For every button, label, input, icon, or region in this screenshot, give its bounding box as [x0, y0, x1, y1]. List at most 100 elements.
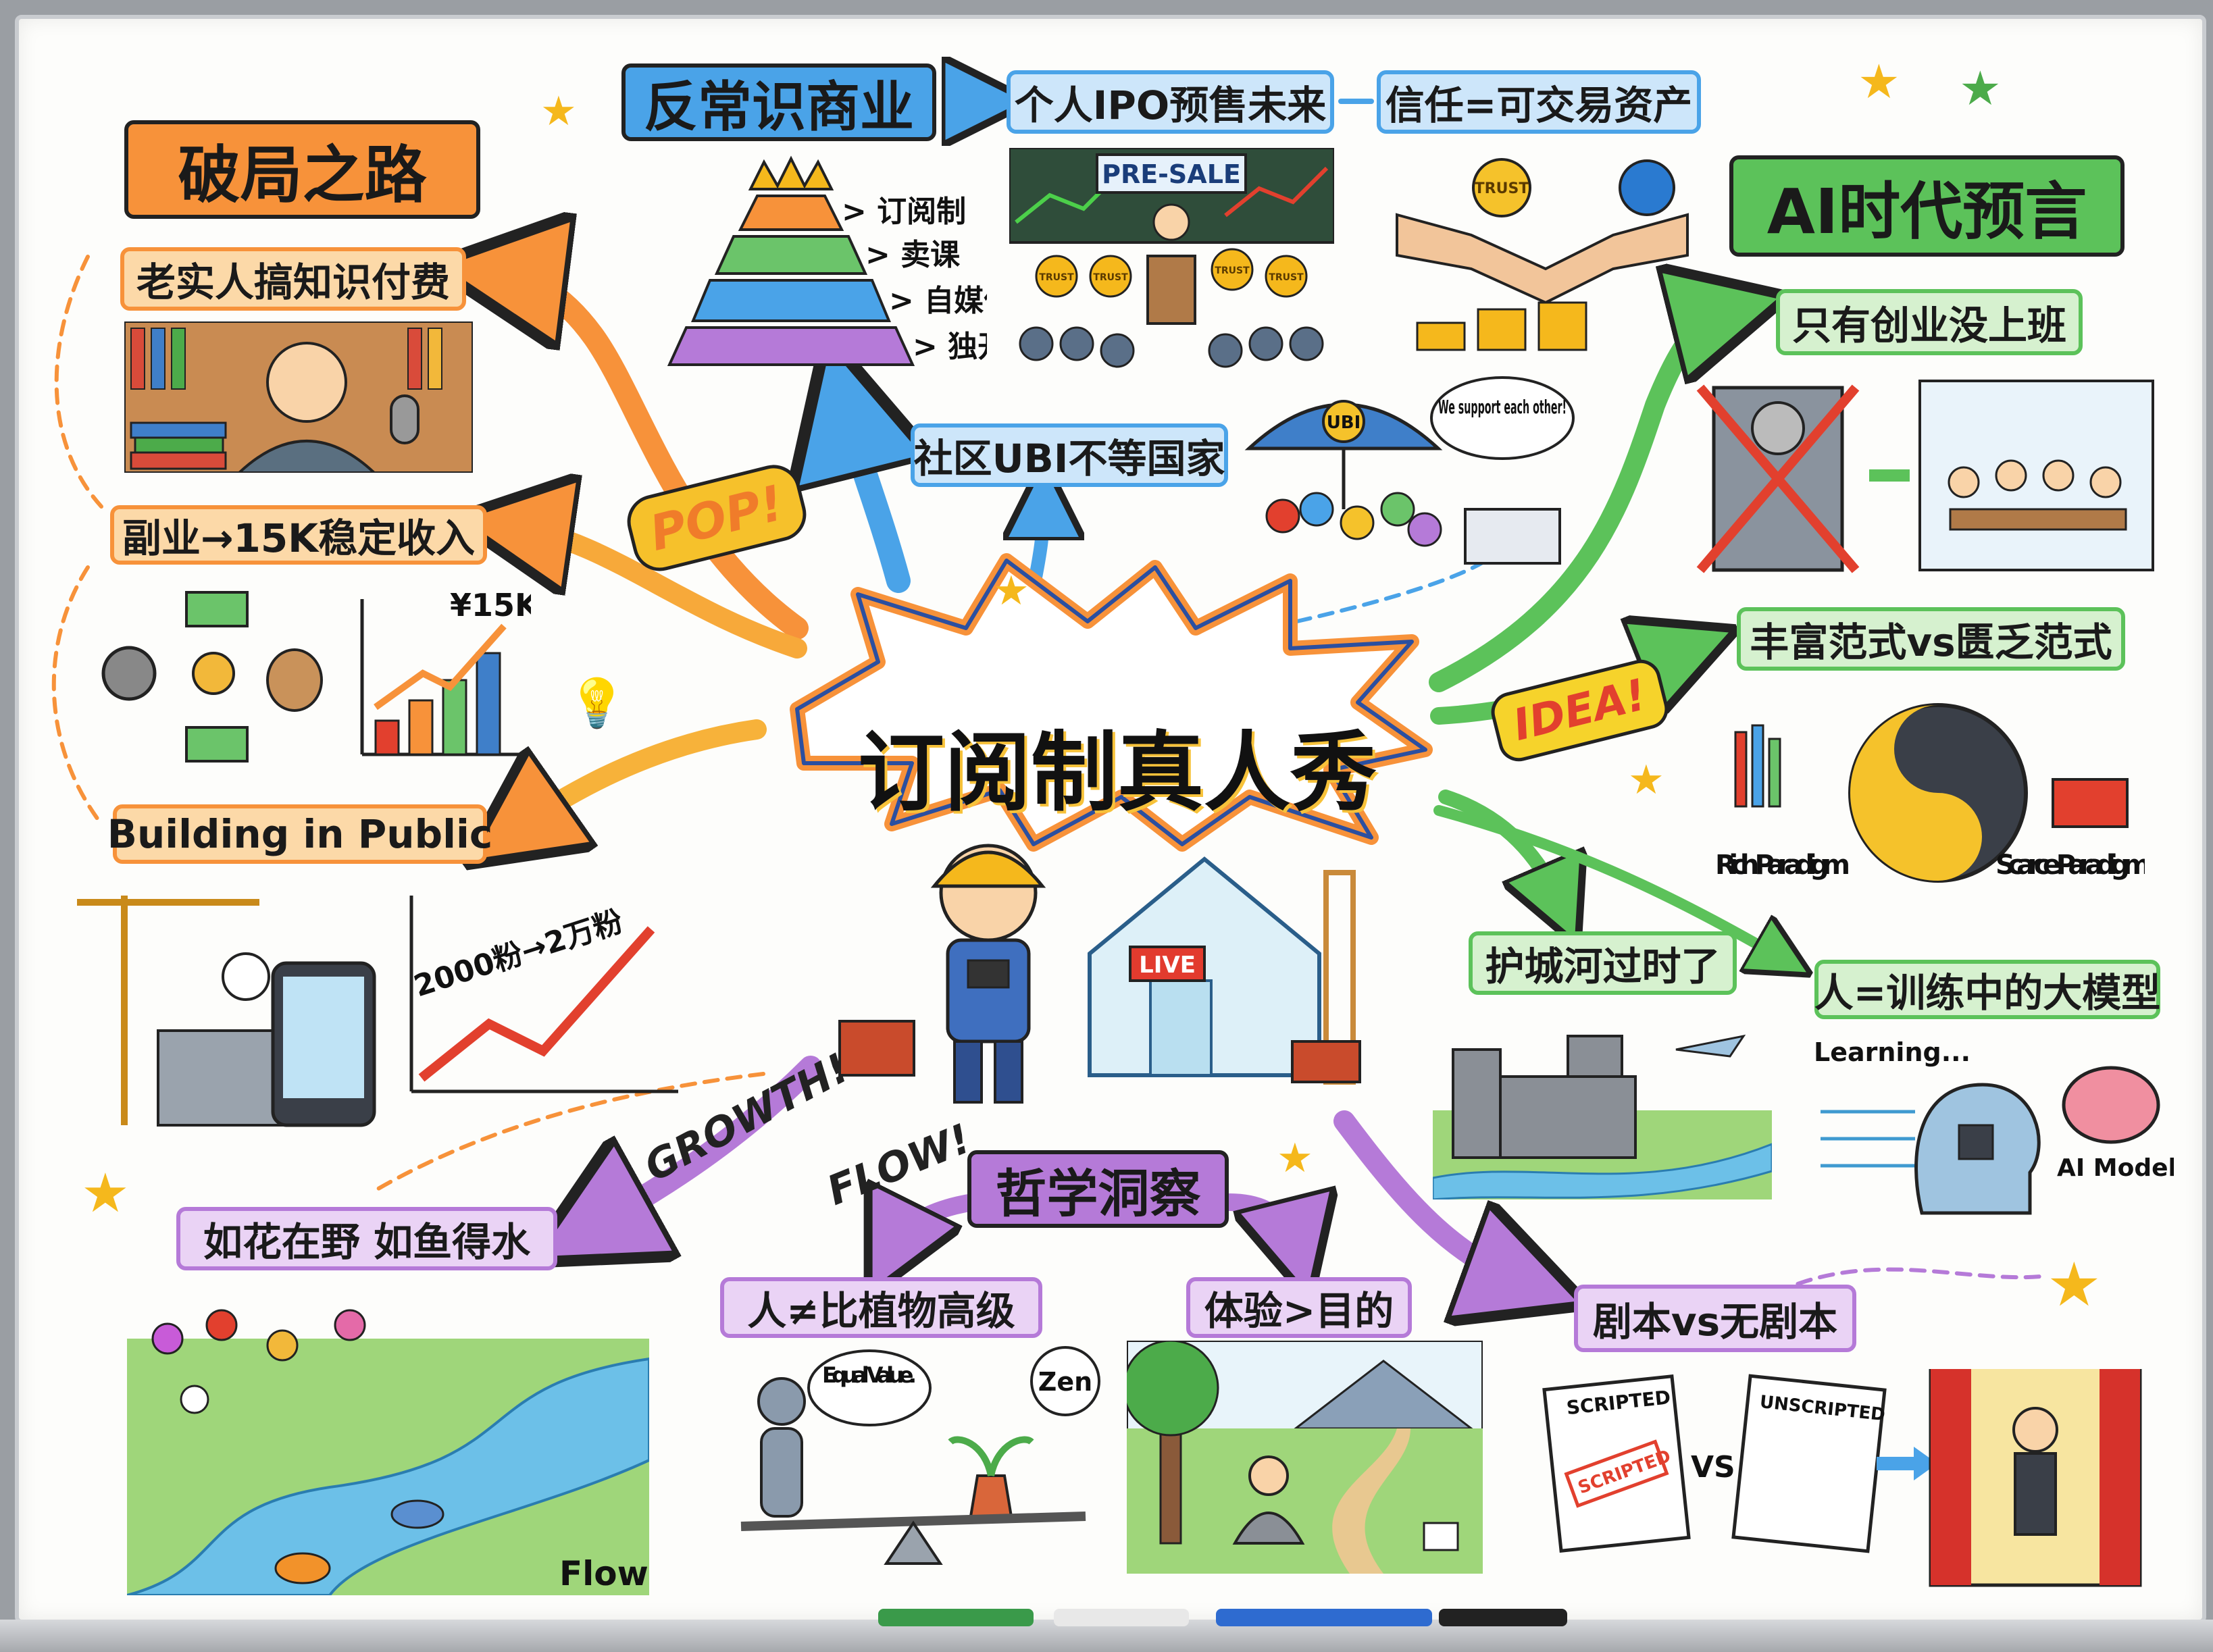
meditation-path-illustration — [1127, 1341, 1483, 1574]
money-bag-icon — [266, 648, 323, 712]
node-side-income: 副业→15K稳定收入 — [110, 505, 487, 565]
castle-moat-illustration — [1433, 1034, 1772, 1199]
business-pyramid: > 订阅制 > 卖课 > 自媒体 > 独开 — [667, 155, 987, 366]
arrow-to-ai — [1429, 311, 1729, 692]
node-knowledge-payment: 老实人搞知识付费 — [120, 247, 466, 311]
svg-text:TRUST: TRUST — [1269, 272, 1304, 283]
tea-cup-icon — [1423, 1522, 1459, 1551]
node-moat-obsolete: 护城河过时了 — [1469, 931, 1737, 995]
bookshelf-teacher-illustration — [124, 321, 473, 473]
arrow-to-public — [513, 719, 767, 831]
equal-value-speech: Equal Value. — [822, 1362, 917, 1388]
star-icon: ★ — [1628, 756, 1664, 804]
income-flow-chart: ¥15K — [101, 587, 531, 763]
arrow-to-moat — [1438, 790, 1560, 905]
star-icon: ★ — [1959, 61, 2002, 116]
arrow-to-flow — [588, 1056, 822, 1229]
scripted-unscripted-illustration: SCRIPTED SCRIPTED VS UNSCRIPTED — [1542, 1369, 2142, 1587]
node-building-in-public: Building in Public — [107, 804, 492, 864]
vs-label: VS — [1691, 1450, 1735, 1485]
node-script-vs-unscripted: 剧本vs无剧本 — [1574, 1285, 1856, 1352]
star-icon: ★ — [1858, 54, 1900, 109]
learning-label: Learning... — [1814, 1037, 1970, 1067]
cash-icon — [185, 726, 249, 763]
left-branch-title: 破局之路 — [124, 120, 480, 219]
arrow-to-sidejob — [513, 527, 807, 659]
bottom-branch-title: 哲学洞察 — [967, 1150, 1229, 1228]
trust-coin-label: TRUST — [1475, 180, 1529, 197]
center-title: 订阅制真人秀 — [858, 723, 1377, 823]
pyramid-level-2: > 卖课 — [865, 238, 961, 272]
handshake-trust-illustration: TRUST — [1396, 158, 1689, 351]
svg-text:TRUST: TRUST — [1093, 272, 1128, 283]
node-trust-asset: 信任=可交易资产 — [1377, 70, 1701, 134]
arrow-to-model — [1433, 805, 1783, 959]
heart-bubble-icon — [222, 952, 270, 1001]
umbrella-label: UBI — [1327, 413, 1361, 433]
government-building-icon — [1464, 508, 1561, 565]
node-abundance-scarcity: 丰富范式vs匮乏范式 — [1737, 607, 2125, 671]
ubi-umbrella-illustration: UBI We support each other! — [1244, 376, 1575, 565]
seesaw-fulcrum-icon — [884, 1520, 943, 1565]
black-marker — [1439, 1609, 1567, 1626]
live-sign: LIVE — [1139, 952, 1196, 979]
top-branch-title: 反常识商业 — [621, 63, 936, 141]
arrow-to-script — [1333, 1110, 1527, 1283]
node-human-not-superior: 人≠比植物高级 — [720, 1277, 1042, 1338]
star-icon: ★ — [81, 1162, 130, 1224]
pyramid-level-4: > 独开 — [913, 330, 987, 364]
crown-icon — [748, 155, 834, 190]
star-icon: ★ — [1277, 1135, 1313, 1182]
construction-growth-illustration: 2000粉→2万粉 — [77, 896, 678, 1127]
right-branch-title: AI时代预言 — [1729, 155, 2125, 257]
star-icon: ★ — [993, 567, 1029, 615]
green-marker — [878, 1609, 1034, 1626]
microphone-icon — [390, 394, 419, 444]
node-experience-over-goal: 体验>目的 — [1186, 1277, 1412, 1338]
arrow-to-experience — [1221, 1202, 1297, 1249]
toolbox-icon — [2052, 778, 2129, 828]
flow-scene-label: Flow — [559, 1554, 648, 1593]
center-burst — [790, 553, 1433, 852]
node-personal-ipo: 个人IPO预售未来 — [1007, 70, 1334, 134]
handshake-icon — [1396, 213, 1689, 305]
ubi-speech-bubble: We support each other! — [1438, 396, 1567, 418]
node-community-ubi: 社区UBI不等国家 — [911, 423, 1228, 487]
worker-icon — [930, 844, 1046, 1104]
node-only-startups: 只有创业没上班 — [1776, 289, 2083, 355]
gear-icon — [101, 646, 157, 701]
fish-icon — [274, 1552, 331, 1584]
node-flow-nature: 如花在野 如鱼得水 — [176, 1207, 557, 1270]
fish-icon — [390, 1499, 444, 1529]
ai-model-label: AI Model — [2057, 1154, 2174, 1182]
pyramid-level-3: > 自媒体 — [889, 284, 987, 318]
meditating-monk-icon — [1248, 1455, 1289, 1496]
zen-speech: Zen — [1038, 1367, 1092, 1397]
star-icon: ★ — [540, 88, 577, 135]
scarce-paradigm-label: Scarce Paradigm — [1995, 850, 2145, 881]
lightbulb-icon: 💡 — [567, 675, 627, 731]
castle-icon — [1452, 1035, 1637, 1159]
plant-pot-icon — [969, 1474, 1013, 1518]
presale-sign: PRE-SALE — [1102, 159, 1241, 189]
blue-marker — [1216, 1609, 1432, 1626]
node-human-model: 人=训练中的大模型 — [1814, 960, 2160, 1019]
yin-yang-paradigm-illustration: Rich Paradigm Scarce Paradigm — [1715, 703, 2145, 883]
cash-icon — [185, 591, 249, 627]
rich-paradigm-label: Rich Paradigm — [1715, 850, 1850, 881]
flower-river-illustration: Flow — [127, 1309, 649, 1595]
office-vs-startup-illustration — [1696, 380, 2154, 573]
income-chart-label: ¥15K — [450, 587, 531, 623]
arrow-to-human — [892, 1202, 982, 1249]
svg-text:TRUST: TRUST — [1039, 272, 1074, 283]
person-icon — [757, 1377, 806, 1426]
ai-learning-illustration: Learning... AI Model — [1814, 1037, 2174, 1215]
white-marker — [1054, 1609, 1189, 1626]
brain-icon — [2062, 1066, 2160, 1144]
crane-icon — [77, 896, 259, 1125]
worker-glass-house-illustration: LIVE — [838, 844, 1361, 1104]
blockchain-icon — [1619, 159, 1675, 216]
podium-icon — [1146, 255, 1196, 325]
arrow-to-business — [844, 405, 898, 593]
